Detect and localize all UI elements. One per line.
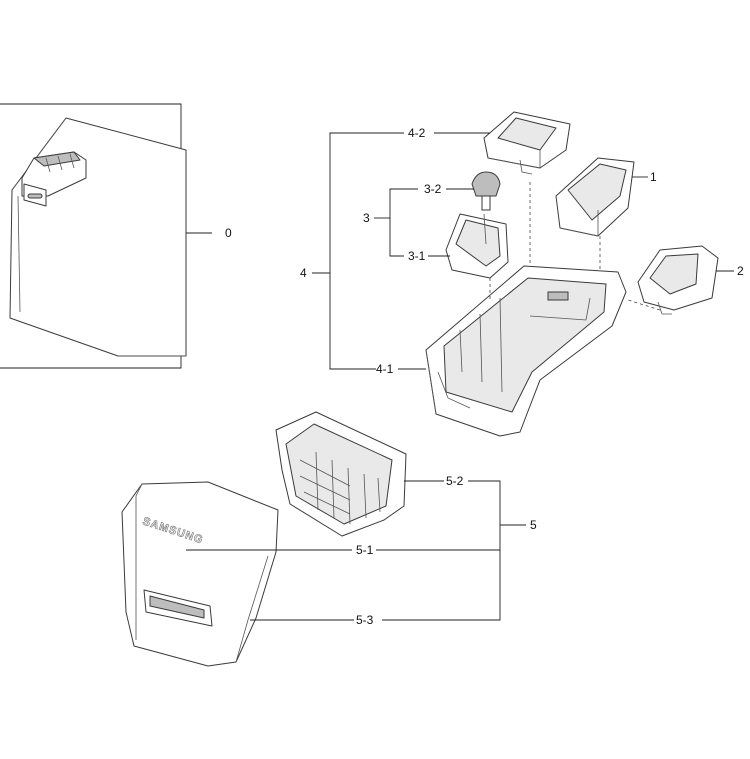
callout-5-2: 5-2 <box>446 474 464 488</box>
callout-4-1: 4-1 <box>376 362 394 376</box>
callout-5-3: 5-3 <box>356 613 374 627</box>
part-3-1-detergent-cup <box>445 213 509 279</box>
callout-2: 2 <box>737 264 744 278</box>
callout-3-2: 3-2 <box>424 182 442 196</box>
leader-lines <box>186 132 734 621</box>
callout-5-1: 5-1 <box>356 543 374 557</box>
callout-3: 3 <box>363 211 370 225</box>
callout-3-1: 3-1 <box>408 249 426 263</box>
part-2-side-cup <box>637 245 719 315</box>
part-5-1-front-panel: SAMSUNG <box>121 481 279 667</box>
part-5-2-inner-frame <box>275 411 407 537</box>
callout-5: 5 <box>530 518 537 532</box>
part-4-1-drawer-housing <box>425 182 661 437</box>
callout-0: 0 <box>225 226 232 240</box>
part-3-2-cap <box>471 171 501 211</box>
callout-1: 1 <box>650 170 657 184</box>
part-0-overview-box <box>0 103 187 369</box>
part-1-softener-tray <box>555 157 635 237</box>
part-5-3-handle <box>143 589 213 627</box>
part-4-2-upper-tray <box>483 111 571 175</box>
washer-cabinet-illustration <box>9 117 187 357</box>
callout-labels: 0 1 2 3 3-1 3-2 4 4-1 4-2 5 5-1 5-2 5-3 <box>225 126 744 627</box>
callout-4: 4 <box>300 266 307 280</box>
callout-4-2: 4-2 <box>408 126 426 140</box>
